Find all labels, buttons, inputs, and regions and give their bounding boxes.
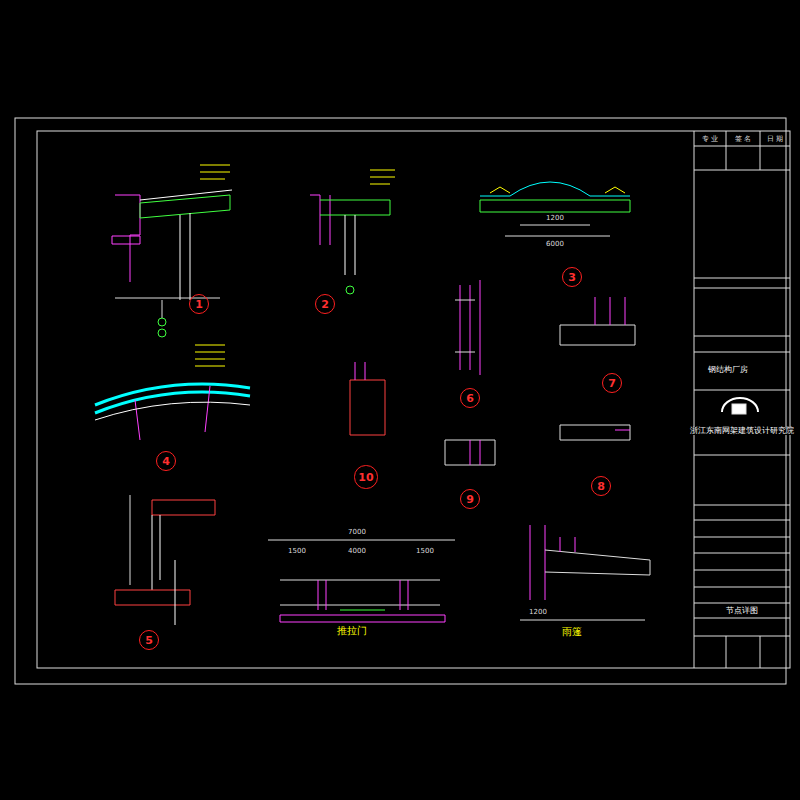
- view-title: 雨篷: [561, 627, 583, 637]
- table-header: 签 名: [734, 136, 752, 143]
- callout-number: 10: [358, 472, 373, 483]
- table-header: 专 业: [701, 136, 719, 143]
- callout-circle: 9: [460, 489, 480, 509]
- dimension: 7000: [347, 529, 367, 536]
- callout-number: 2: [321, 299, 329, 310]
- table-header: 日 期: [766, 136, 784, 143]
- callout-circle: 5: [139, 630, 159, 650]
- project-name: 钢结构厂房: [707, 366, 749, 374]
- callout-number: 8: [597, 481, 605, 492]
- callout-number: 3: [568, 272, 576, 283]
- callout-circle: 6: [460, 388, 480, 408]
- dimension: 1500: [287, 548, 307, 555]
- callout-number: 5: [145, 635, 153, 646]
- callout-number: 4: [162, 456, 170, 467]
- dimension: 4000: [347, 548, 367, 555]
- callout-circle: 4: [156, 451, 176, 471]
- dimension: 1500: [415, 548, 435, 555]
- institute-name: 浙江东南网架建筑设计研究院: [689, 427, 795, 435]
- dimension: 1200: [545, 215, 565, 222]
- callout-circle: 8: [591, 476, 611, 496]
- callout-circle: 3: [562, 267, 582, 287]
- callout-circle: 2: [315, 294, 335, 314]
- view-title: 推拉门: [336, 626, 368, 636]
- sheet-title: 节点详图: [725, 607, 759, 615]
- callout-circle: 7: [602, 373, 622, 393]
- callout-number: 7: [608, 378, 616, 389]
- callout-number: 9: [466, 494, 474, 505]
- callout-number: 6: [466, 393, 474, 404]
- callout-circle: 1: [189, 294, 209, 314]
- dimension: 1200: [528, 609, 548, 616]
- callout-circle: 10: [354, 465, 377, 488]
- dimension: 6000: [545, 241, 565, 248]
- callout-number: 1: [195, 299, 203, 310]
